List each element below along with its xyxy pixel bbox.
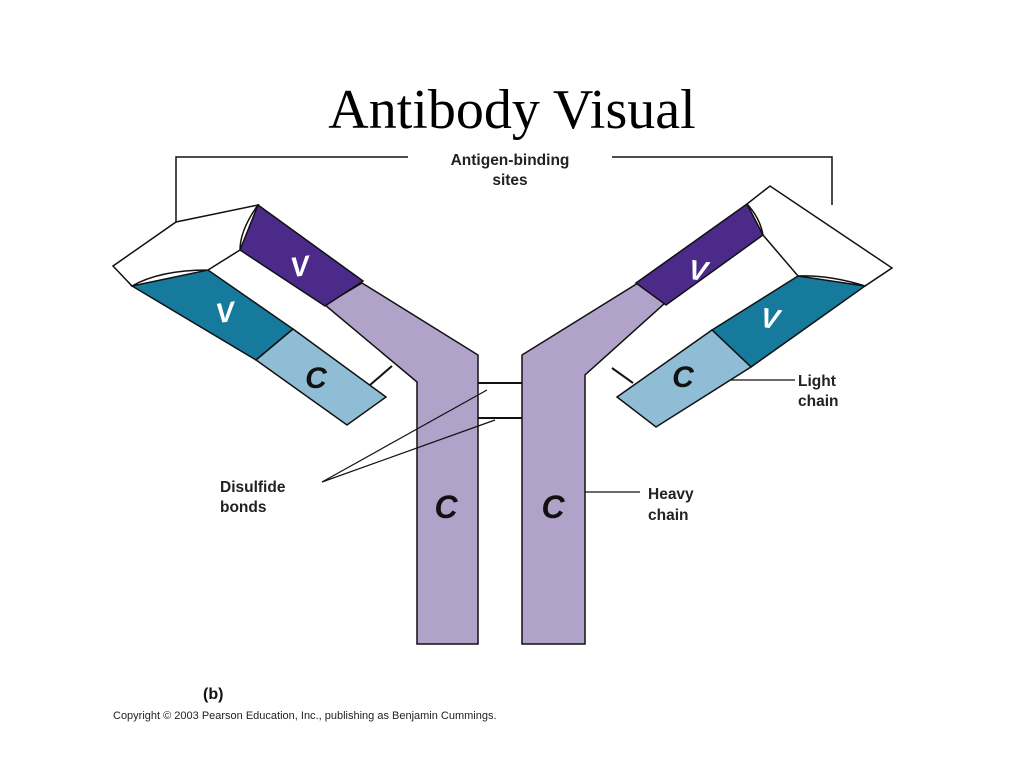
label-heavy-chain-line1: Heavy	[648, 486, 694, 503]
label-disulfide-line1: Disulfide	[220, 479, 286, 496]
label-antigen-binding-line1: Antigen-binding	[451, 152, 570, 169]
slide-title: Antibody Visual	[328, 79, 696, 141]
antigen-binding-bracket	[175, 156, 833, 222]
copyright-notice: Copyright © 2003 Pearson Education, Inc.…	[113, 710, 497, 722]
segment-label-right-light-c: C	[672, 361, 695, 394]
panel-label: (b)	[203, 686, 224, 703]
label-antigen-binding-line2: sites	[492, 172, 527, 189]
label-disulfide-line2: bonds	[220, 499, 267, 516]
light-heavy-bond-left	[369, 365, 393, 386]
light-variable-left	[129, 269, 295, 361]
segment-label-left-light-c: C	[305, 362, 328, 395]
label-light-chain-line1: Light	[798, 373, 836, 390]
leader-disulfide-upper	[321, 389, 488, 483]
light-heavy-bond-right	[611, 367, 634, 384]
antigen-binding-tip-left	[111, 203, 260, 287]
label-light-chain-line2: chain	[798, 393, 838, 410]
segment-label-right-heavy-c: C	[541, 489, 565, 525]
heavy-chain-right	[521, 282, 667, 645]
heavy-chain-left	[323, 282, 479, 645]
segment-label-left-heavy-c: C	[434, 489, 458, 525]
antigen-binding-tip-right	[745, 185, 894, 287]
light-constant-left	[254, 328, 388, 426]
label-heavy-chain-line2: chain	[648, 507, 688, 524]
light-constant-right	[615, 329, 753, 428]
leader-disulfide-lower	[321, 419, 496, 483]
heavy-variable-left	[239, 203, 365, 307]
